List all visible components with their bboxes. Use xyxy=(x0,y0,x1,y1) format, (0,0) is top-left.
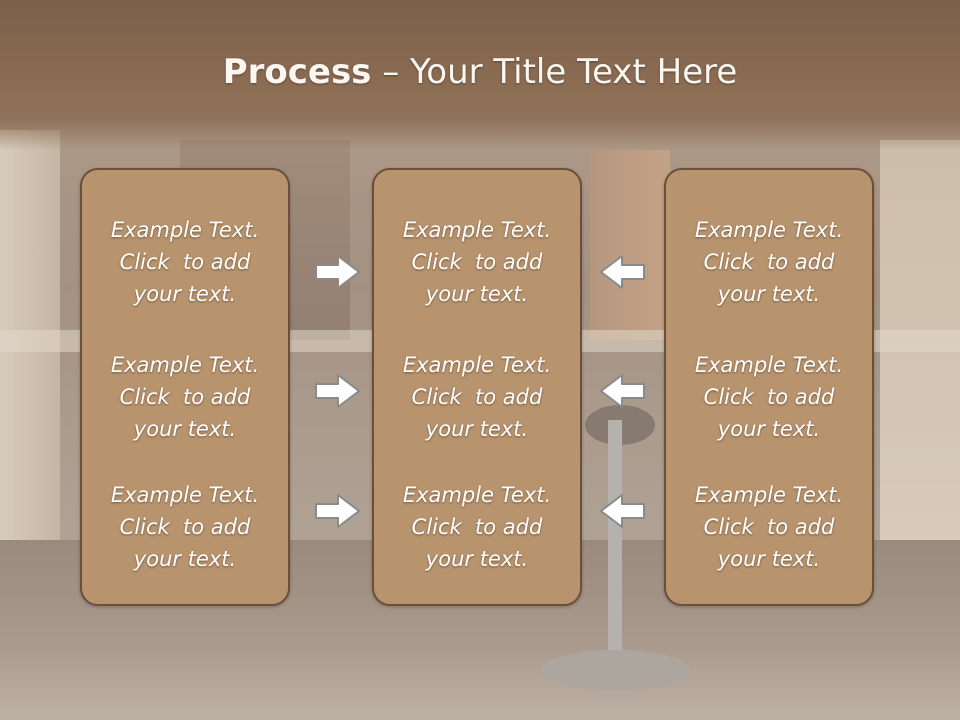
text-line: Click to add xyxy=(703,385,835,409)
text-line: Example Text. xyxy=(110,483,260,507)
process-box-left[interactable]: Example Text. Click to add your text. Ex… xyxy=(80,168,290,606)
text-line: Click to add xyxy=(411,385,543,409)
title-band xyxy=(0,0,960,150)
arrow-left-icon xyxy=(598,491,646,531)
text-line: Example Text. xyxy=(694,483,844,507)
text-line: Example Text. xyxy=(402,353,552,377)
text-line: your text. xyxy=(717,417,821,441)
text-line: your text. xyxy=(425,547,529,571)
arrow-left-icon xyxy=(598,252,646,292)
text-line: Example Text. xyxy=(694,353,844,377)
title-rest: – Your Title Text Here xyxy=(371,52,738,92)
bg-stool-post xyxy=(608,420,622,680)
arrow-right-icon xyxy=(314,252,362,292)
text-block[interactable]: Example Text. Click to add your text. xyxy=(374,479,580,575)
text-block[interactable]: Example Text. Click to add your text. xyxy=(374,214,580,310)
text-line: Click to add xyxy=(119,515,251,539)
text-line: your text. xyxy=(425,282,529,306)
text-line: your text. xyxy=(717,547,821,571)
text-block[interactable]: Example Text. Click to add your text. xyxy=(666,349,872,445)
title-bold: Process xyxy=(222,52,372,92)
text-line: Click to add xyxy=(703,250,835,274)
text-block[interactable]: Example Text. Click to add your text. xyxy=(82,349,288,445)
bg-wood-column xyxy=(590,150,670,340)
text-line: your text. xyxy=(425,417,529,441)
text-line: your text. xyxy=(133,547,237,571)
text-block[interactable]: Example Text. Click to add your text. xyxy=(82,214,288,310)
bg-stool-base xyxy=(540,650,690,690)
text-line: your text. xyxy=(133,417,237,441)
text-block[interactable]: Example Text. Click to add your text. xyxy=(666,479,872,575)
text-line: Example Text. xyxy=(694,218,844,242)
text-line: Example Text. xyxy=(110,218,260,242)
text-line: Click to add xyxy=(119,385,251,409)
arrow-left-icon xyxy=(598,371,646,411)
text-block[interactable]: Example Text. Click to add your text. xyxy=(666,214,872,310)
text-line: your text. xyxy=(717,282,821,306)
text-line: Click to add xyxy=(703,515,835,539)
text-line: Example Text. xyxy=(402,218,552,242)
arrow-right-icon xyxy=(314,371,362,411)
arrow-right-icon xyxy=(314,491,362,531)
text-block[interactable]: Example Text. Click to add your text. xyxy=(374,349,580,445)
text-line: Click to add xyxy=(411,250,543,274)
text-line: Click to add xyxy=(411,515,543,539)
text-line: Example Text. xyxy=(402,483,552,507)
text-line: Example Text. xyxy=(110,353,260,377)
process-box-center[interactable]: Example Text. Click to add your text. Ex… xyxy=(372,168,582,606)
text-line: Click to add xyxy=(119,250,251,274)
text-line: your text. xyxy=(133,282,237,306)
process-box-right[interactable]: Example Text. Click to add your text. Ex… xyxy=(664,168,874,606)
slide-title[interactable]: Process – Your Title Text Here xyxy=(0,52,960,92)
text-block[interactable]: Example Text. Click to add your text. xyxy=(82,479,288,575)
